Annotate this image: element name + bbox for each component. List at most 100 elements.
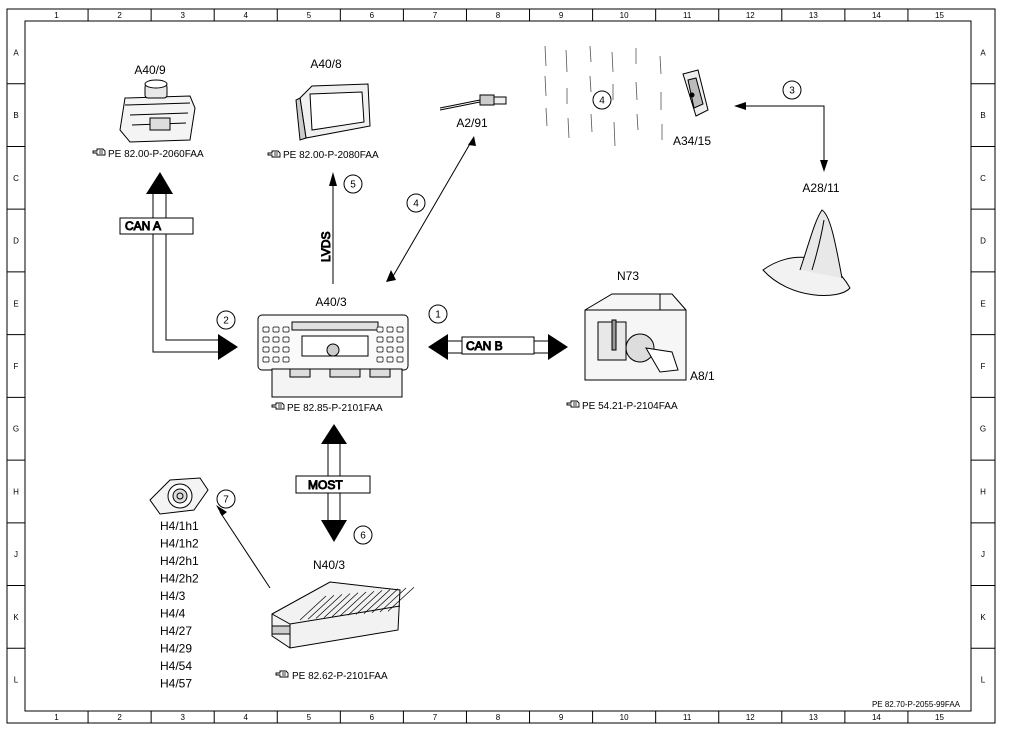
grid-row-label: D: [13, 237, 19, 246]
speaker-label: H4/4: [160, 607, 186, 621]
most-label: MOST: [308, 478, 343, 492]
grid-column-label: 4: [244, 11, 249, 20]
grid-row-label: L: [14, 676, 19, 685]
a40-8-ref: PE 82.00-P-2080FAA: [283, 150, 379, 161]
arrowhead-right: [218, 334, 238, 360]
head-unit-button: [386, 336, 394, 343]
grid-row-label: H: [980, 487, 986, 496]
head-unit-button: [272, 336, 280, 343]
sheet-frame: [6, 8, 996, 724]
grid-column-label: 7: [433, 713, 438, 722]
head-unit-button: [376, 336, 384, 343]
component-speakers: H4/1h1H4/1h2H4/2h1H4/2h2H4/3H4/4H4/27H4/…: [149, 477, 209, 691]
component-a40-9: A40/9 PE 82.00-P-2060FAA: [92, 63, 204, 160]
speaker-label: H4/54: [160, 659, 192, 673]
callout-number: 6: [360, 531, 366, 542]
head-unit-button: [376, 346, 384, 353]
antenna-link-4: [386, 136, 476, 282]
a40-9-drawing: [119, 79, 196, 143]
amplifier-fin: [355, 590, 383, 615]
head-unit-button: [396, 346, 404, 353]
head-unit-button: [272, 346, 280, 353]
callout-circle: [428, 304, 448, 324]
grid-column-label: 7: [433, 11, 438, 20]
speaker-label: H4/2h2: [160, 572, 199, 586]
a28-11-antenna-drawing: [762, 209, 851, 296]
n73-ref: PE 54.21-P-2104FAA: [582, 401, 678, 412]
speaker-label: H4/29: [160, 642, 192, 656]
callout-circle: [343, 174, 363, 194]
a40-3-head-unit-drawing: [257, 314, 409, 398]
speaker-label: H4/3: [160, 589, 186, 603]
amplifier-fin: [331, 592, 359, 618]
callout-circle: [216, 310, 236, 330]
grid-column-label: 10: [620, 713, 629, 722]
a2-91-label: A2/91: [456, 116, 488, 130]
grid-row-label: B: [980, 111, 985, 120]
speaker-label: H4/27: [160, 624, 192, 638]
grid-column-label: 13: [809, 11, 818, 20]
n40-3-label: N40/3: [313, 558, 345, 572]
amplifier-fins: [299, 586, 415, 621]
callout-number: 7: [223, 495, 229, 506]
speaker-drawing: [149, 477, 209, 515]
grid-column-label: 11: [683, 11, 692, 20]
speaker-link-7: [216, 505, 271, 589]
speaker-label: H4/2h1: [160, 554, 199, 568]
can-b-label: CAN B: [466, 339, 503, 353]
head-unit-button: [282, 356, 290, 363]
arrowhead-up: [329, 172, 337, 186]
grid-row-label: A: [980, 48, 986, 57]
a40-9-ref: PE 82.00-P-2060FAA: [108, 149, 204, 160]
callout-circle: [782, 80, 802, 100]
grid-column-label: 12: [746, 11, 755, 20]
grid-column-label: 2: [117, 11, 122, 20]
head-unit-button: [396, 336, 404, 343]
head-unit-button: [262, 356, 270, 363]
a34-15-drawing: [682, 69, 709, 117]
head-unit-button: [282, 346, 290, 353]
grid-row-label: J: [14, 550, 18, 559]
grid-column-label: 14: [872, 713, 881, 722]
component-n40-3: N40/3 PE 82.62-P-2101FAA: [271, 558, 415, 682]
grid-row-label: K: [13, 613, 19, 622]
grid-column-label: 6: [370, 11, 375, 20]
grid-row-label: E: [980, 299, 985, 308]
callout-circle: [592, 90, 612, 110]
grid-column-label: 5: [307, 713, 312, 722]
amplifier-fin: [315, 594, 343, 619]
grid-column-label: 5: [307, 11, 312, 20]
head-unit-button: [396, 326, 404, 333]
head-unit-button: [386, 326, 394, 333]
a8-1-label: A8/1: [690, 369, 715, 383]
most-connection: MOST: [295, 424, 371, 542]
grid-column-label: 15: [935, 11, 944, 20]
callout-number: 5: [350, 180, 356, 191]
grid-column-label: 1: [54, 713, 59, 722]
grid-column-label: 13: [809, 713, 818, 722]
a40-8-label: A40/8: [310, 57, 342, 71]
head-unit-button: [386, 346, 394, 353]
head-unit-button: [282, 326, 290, 333]
callout-number: 4: [413, 199, 419, 210]
arrowhead-up: [321, 424, 347, 444]
grid-column-label: 2: [117, 713, 122, 722]
can-b-connection: CAN B: [428, 334, 568, 360]
a40-3-label: A40/3: [315, 295, 347, 309]
grid-column-label: 15: [935, 713, 944, 722]
lvds-label: LVDS: [319, 232, 333, 262]
grid-row-label: B: [13, 111, 18, 120]
amplifier-fin: [323, 593, 351, 618]
speaker-label: H4/1h2: [160, 537, 199, 551]
head-unit-button-array: [262, 326, 404, 363]
grid-row-label: L: [981, 676, 986, 685]
n73-label: N73: [617, 269, 639, 283]
a40-9-label: A40/9: [134, 63, 166, 77]
a34-15-label: A34/15: [673, 134, 711, 148]
head-unit-button: [262, 326, 270, 333]
arrowhead-down: [321, 520, 347, 542]
grid-row-label: J: [981, 550, 985, 559]
